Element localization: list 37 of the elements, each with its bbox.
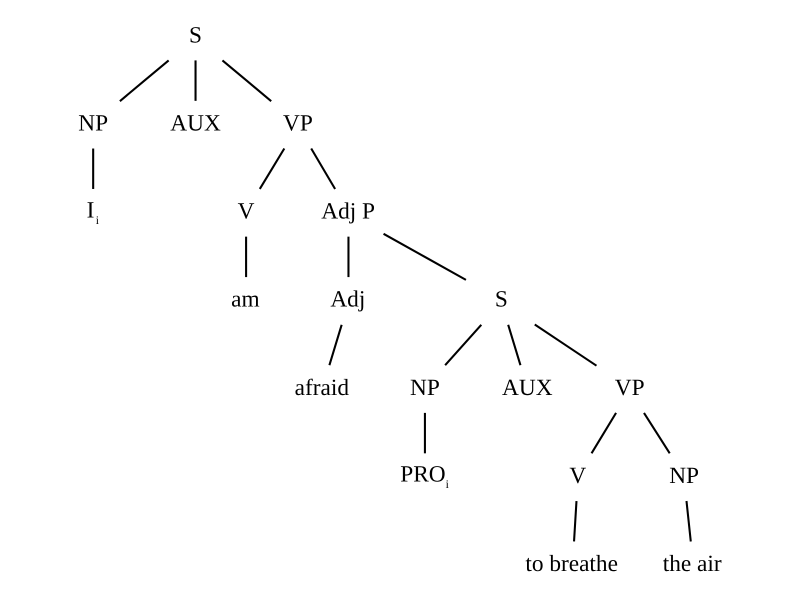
node-text: PRO$_{i}$ xyxy=(400,462,448,492)
connector xyxy=(328,324,342,366)
node-text: S xyxy=(188,22,202,48)
connector xyxy=(444,324,482,366)
node-text: NP xyxy=(410,374,440,401)
node-text: NP xyxy=(668,462,699,489)
connector xyxy=(258,148,285,190)
connector xyxy=(534,324,597,367)
connector xyxy=(244,236,247,278)
node-text: S xyxy=(494,286,508,313)
connector xyxy=(118,60,169,102)
connector xyxy=(572,500,578,542)
connector xyxy=(92,148,94,189)
node-text: NP xyxy=(78,110,108,136)
node-text: Adj P xyxy=(320,198,375,225)
connector xyxy=(221,60,272,102)
connector xyxy=(684,500,692,542)
node-text: V xyxy=(568,462,586,489)
node-text: I$_{i}$ xyxy=(86,197,99,227)
node-text: V xyxy=(237,198,254,225)
node-text: afraid xyxy=(294,374,349,401)
connector xyxy=(590,412,616,454)
node-text: to breathe xyxy=(524,551,618,578)
connector xyxy=(506,324,521,366)
node-text: am xyxy=(230,286,260,313)
node-text: the air xyxy=(662,551,722,578)
connector xyxy=(382,232,466,281)
node-text: Adj xyxy=(330,286,365,313)
connector xyxy=(310,148,336,190)
connector xyxy=(423,412,426,454)
node-text: VP xyxy=(614,374,644,401)
node-text: AUX xyxy=(170,110,220,136)
connector xyxy=(642,412,670,454)
connector xyxy=(346,236,349,278)
connector xyxy=(194,60,196,101)
node-text: AUX xyxy=(502,374,552,401)
node-text: VP xyxy=(282,110,312,136)
